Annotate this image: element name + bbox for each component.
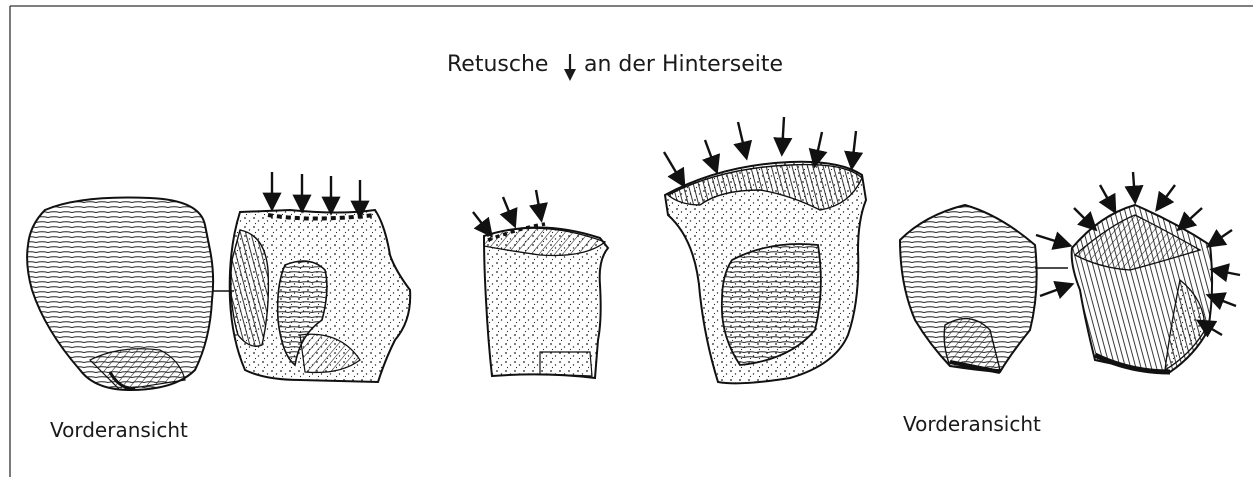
retouch-arrow	[503, 197, 514, 224]
retouch-arrow	[1036, 235, 1068, 245]
retouch-arrow	[1040, 285, 1070, 296]
left-view-label: Vorderansicht	[50, 418, 188, 442]
retouch-arrow	[1158, 185, 1175, 208]
retouch-arrow	[473, 212, 490, 234]
retouch-arrow	[782, 117, 784, 152]
down-arrow-icon	[563, 54, 577, 82]
retouch-arrow	[536, 190, 541, 218]
retouch-arrow	[815, 132, 822, 164]
retouch-arrow	[1133, 172, 1135, 200]
artifact-1-front-view	[27, 198, 213, 391]
retouch-arrow	[1074, 208, 1094, 228]
retouch-arrow	[1210, 230, 1232, 245]
artifact-2	[473, 190, 608, 378]
artifact-3	[664, 117, 866, 383]
retouch-arrow	[1210, 296, 1236, 306]
artifact-4-back-view	[1036, 172, 1240, 372]
retouch-arrow	[1180, 208, 1202, 228]
artifact-4-front-view	[900, 205, 1037, 372]
retouch-arrow	[738, 122, 746, 156]
artifact-1-back-view	[230, 172, 410, 382]
right-view-label: Vorderansicht	[903, 412, 1041, 436]
retouch-arrow	[852, 131, 856, 166]
retouch-arrow	[705, 140, 716, 170]
title-text-before: Retusche	[447, 52, 548, 77]
retouch-arrow	[664, 152, 683, 184]
title-text-after: an der Hinterseite	[584, 52, 783, 77]
retouch-arrow	[1214, 270, 1240, 275]
retouch-arrow	[1100, 185, 1114, 210]
